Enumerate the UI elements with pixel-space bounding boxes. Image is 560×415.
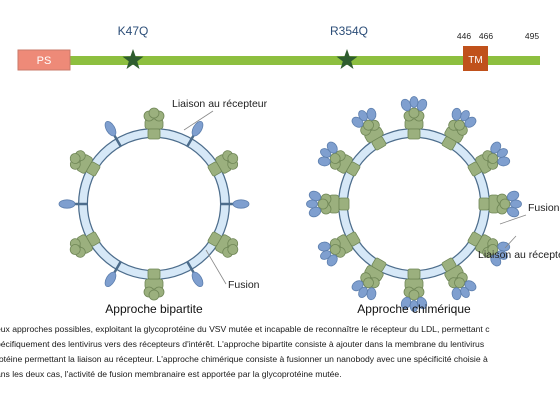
chimeric-receptor-label: Liaison au récepte bbox=[478, 249, 560, 261]
gene-bar: PS TM K47Q R354Q 446 466 495 bbox=[17, 24, 540, 71]
figure-caption: eux approches possibles, exploitant la g… bbox=[0, 322, 560, 382]
receptor-binder bbox=[104, 261, 122, 287]
position-446: 446 bbox=[457, 31, 471, 41]
bipartite-receptor-label: Liaison au récepteur bbox=[172, 98, 268, 110]
chimeric-glycoprotein-nanobody bbox=[478, 190, 522, 218]
chimeric-glycoprotein-nanobody bbox=[317, 141, 361, 177]
receptor-binder bbox=[221, 199, 250, 209]
tm-label: TM bbox=[468, 55, 482, 66]
bipartite-receptor-leader bbox=[183, 110, 214, 131]
star-icon-k47q bbox=[122, 49, 144, 69]
star-icon-r354q bbox=[336, 49, 358, 69]
chimeric-glycoprotein-nanobody bbox=[351, 257, 387, 301]
bipartite-glycoproteins bbox=[69, 107, 239, 301]
chimeric-glycoprotein-nanobody bbox=[441, 107, 477, 151]
glycoprotein-trimer bbox=[69, 231, 101, 258]
mutation-label-r354q: R354Q bbox=[330, 24, 368, 38]
glycoprotein-trimer bbox=[207, 231, 239, 258]
bipartite-receptor-binders bbox=[58, 121, 250, 287]
ps-label: PS bbox=[37, 55, 52, 67]
chimeric-glycoprotein-nanobody bbox=[467, 141, 511, 177]
bipartite-fusion-leader bbox=[205, 249, 227, 285]
caption-line-1: eux approches possibles, exploitant la g… bbox=[0, 324, 490, 334]
caption-line-3: rotéine permettant la liaison au récepte… bbox=[0, 354, 488, 364]
receptor-binder bbox=[186, 261, 204, 287]
chimeric-receptor-leader bbox=[504, 235, 517, 249]
chimeric-glycoproteins bbox=[306, 96, 522, 312]
glycoprotein-trimer bbox=[207, 150, 239, 177]
chimeric-glycoprotein-nanobody bbox=[351, 107, 387, 151]
glycoprotein-trimer bbox=[143, 107, 165, 140]
position-466: 466 bbox=[479, 31, 493, 41]
chimeric-glycoprotein-nanobody bbox=[400, 96, 428, 140]
glycoprotein-trimer bbox=[143, 268, 165, 301]
tm-domain bbox=[463, 46, 488, 71]
mutation-label-k47q: K47Q bbox=[118, 24, 149, 38]
chimeric-glycoprotein-nanobody bbox=[400, 268, 428, 312]
bipartite-particle bbox=[58, 107, 250, 301]
chimeric-glycoprotein-nanobody bbox=[441, 257, 477, 301]
chimeric-particle bbox=[306, 96, 522, 312]
bipartite-title: Approche bipartite bbox=[105, 302, 203, 316]
caption-line-2: pécifiquement des lentivirus vers des ré… bbox=[0, 339, 485, 349]
receptor-binder bbox=[104, 121, 122, 147]
chimeric-glycoprotein-nanobody bbox=[317, 231, 361, 267]
glycoprotein-trimer bbox=[69, 150, 101, 177]
chimeric-glycoprotein-nanobody bbox=[467, 231, 511, 267]
gene-bar-line bbox=[20, 56, 540, 65]
bipartite-fusion-label: Fusion bbox=[228, 279, 260, 291]
receptor-binder bbox=[186, 121, 204, 147]
receptor-binder bbox=[58, 199, 87, 209]
chimeric-fusion-label: Fusion bbox=[528, 202, 560, 214]
ps-domain bbox=[17, 49, 71, 71]
chimeric-title: Approche chimérique bbox=[357, 302, 471, 316]
chimeric-glycoprotein-nanobody bbox=[306, 190, 350, 218]
chimeric-fusion-leader bbox=[499, 214, 527, 225]
position-495: 495 bbox=[525, 31, 539, 41]
caption-line-4: ans les deux cas, l'activité de fusion m… bbox=[0, 369, 342, 379]
